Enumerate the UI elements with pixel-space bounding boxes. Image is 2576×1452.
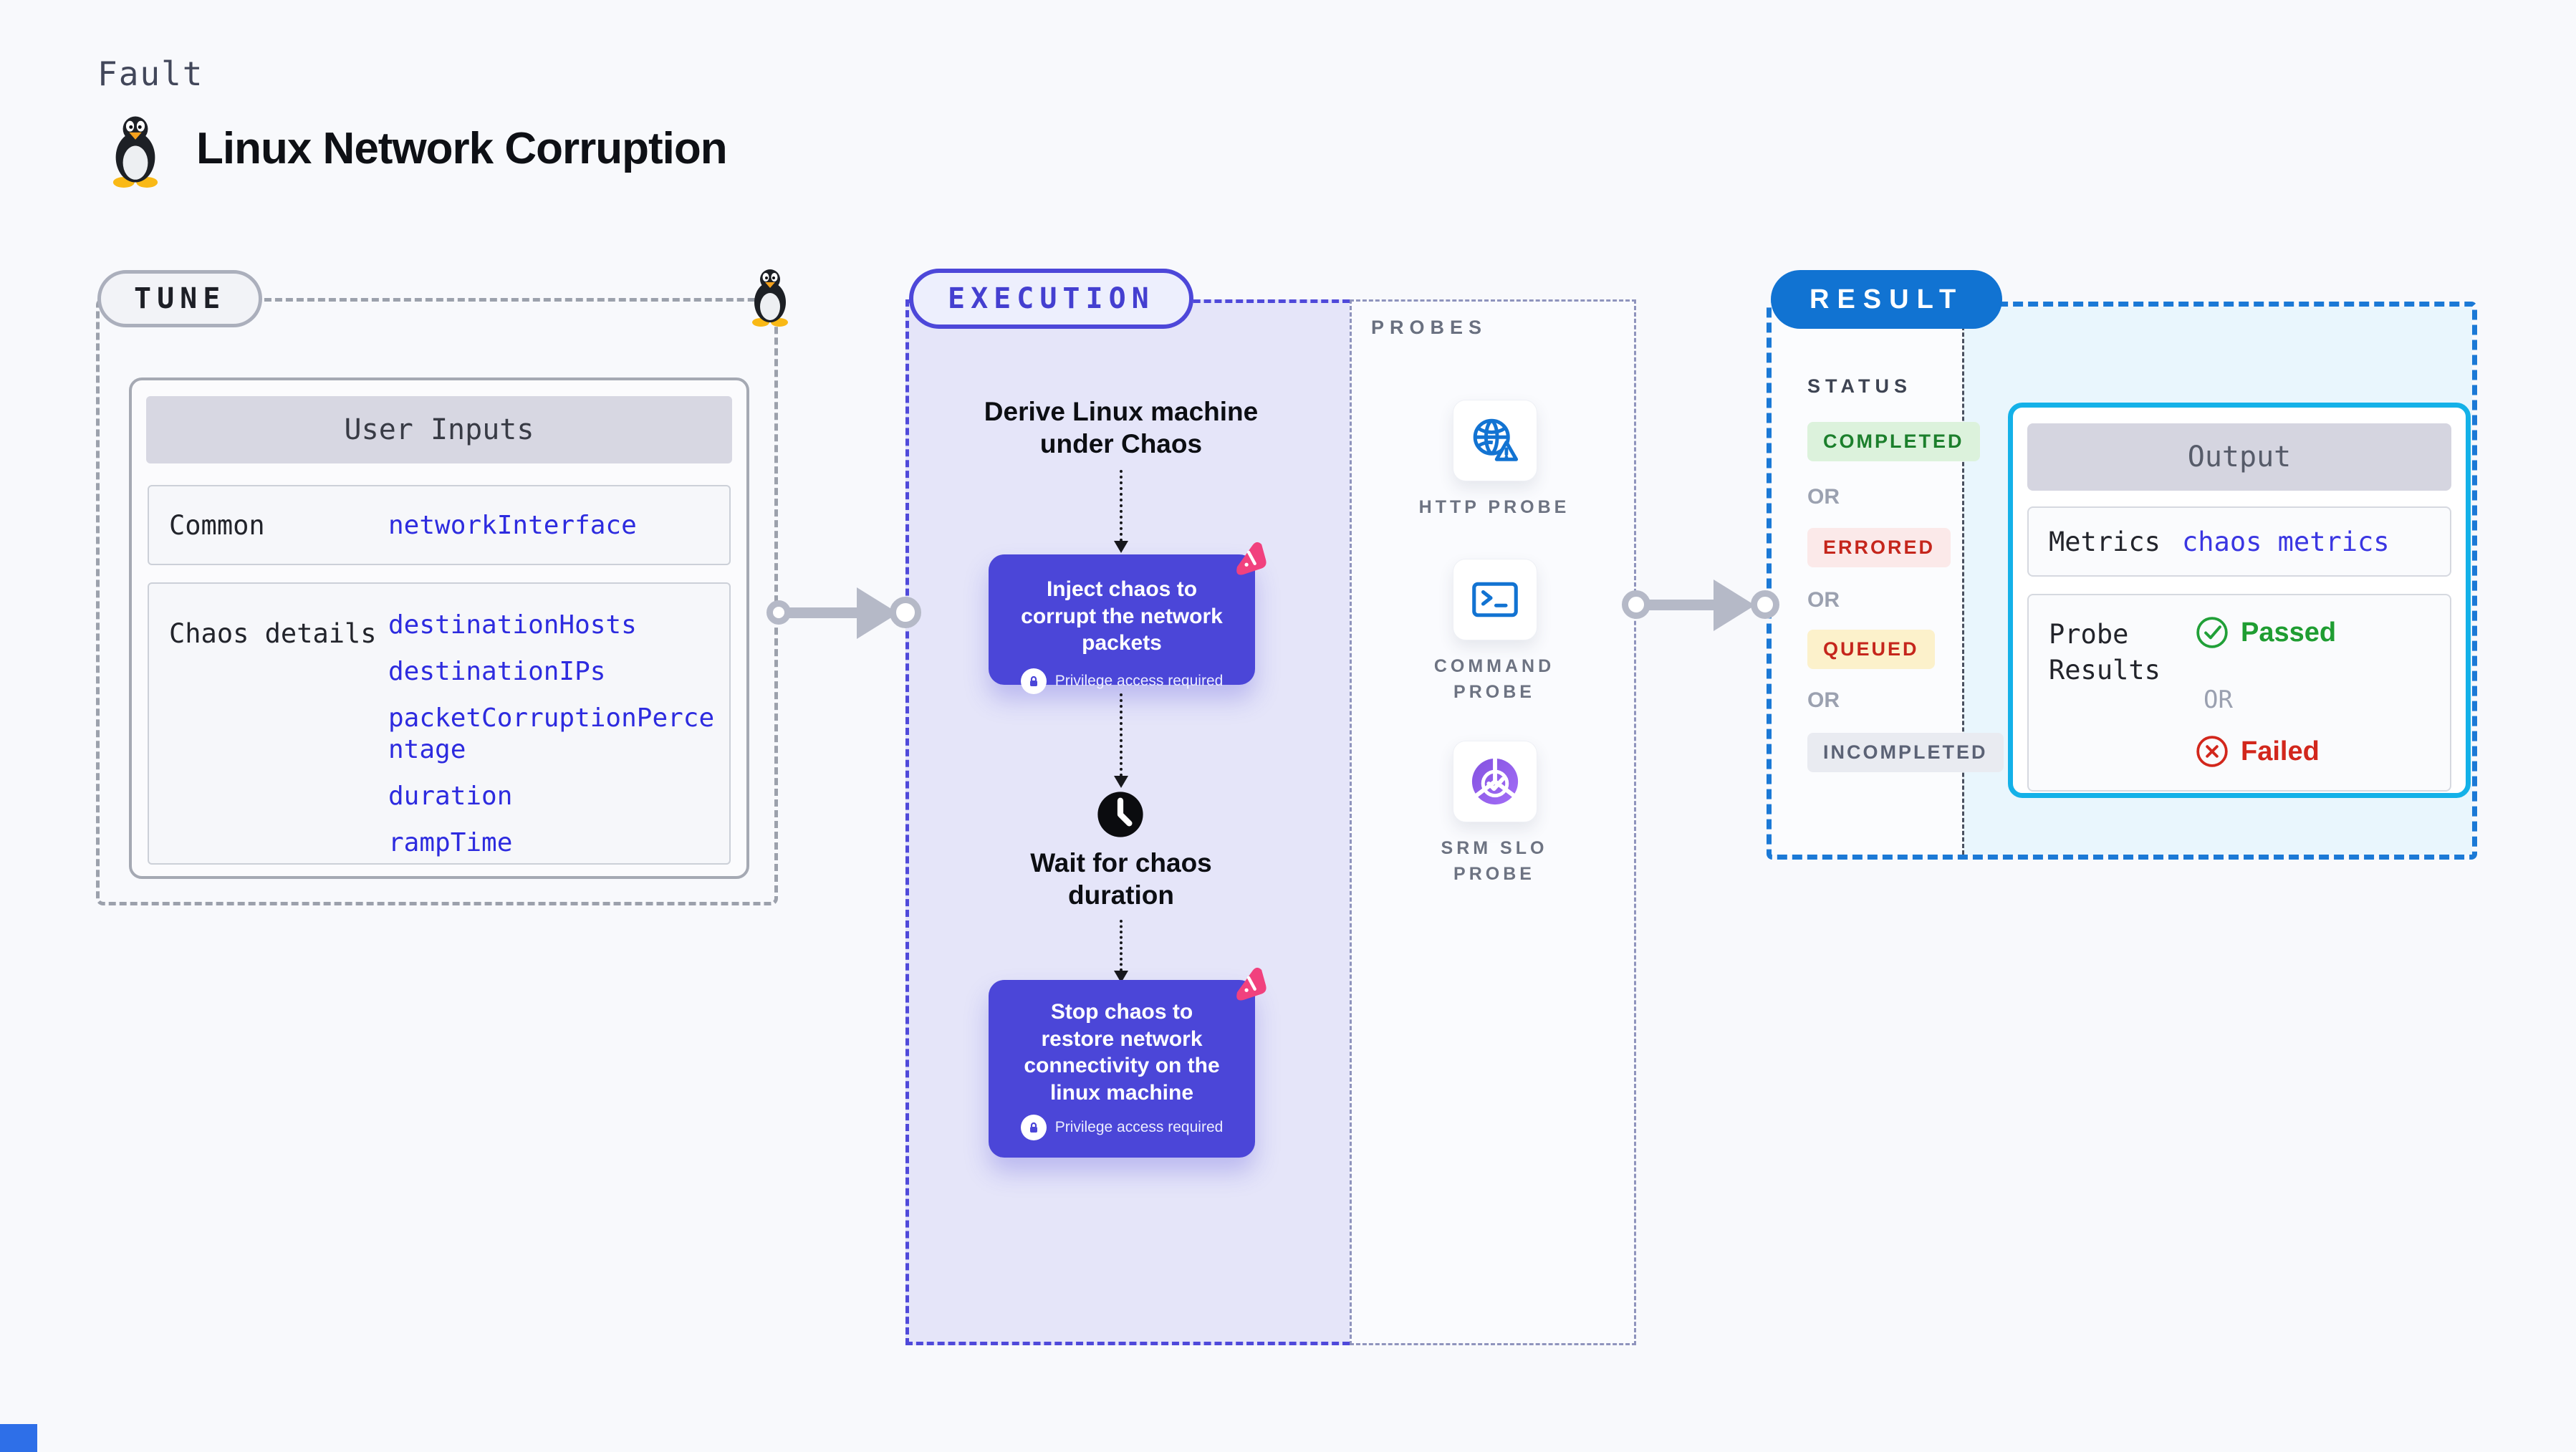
step-text: Inject chaos to corrupt the network pack… — [1021, 577, 1223, 655]
row-label: Common — [169, 509, 265, 541]
tune-to-execution-arrow — [778, 607, 858, 618]
input-value: networkInterface — [388, 510, 637, 540]
x-circle-icon — [2196, 736, 2228, 767]
terminal-icon — [1472, 582, 1518, 617]
input-value: duration — [388, 781, 513, 811]
passed-label: Passed — [2241, 617, 2337, 648]
command-probe-card — [1453, 559, 1537, 640]
http-probe-card — [1453, 400, 1537, 481]
user-inputs-header: User Inputs — [146, 396, 732, 463]
inject-chaos-step: Inject chaos to corrupt the network pack… — [989, 542, 1267, 694]
or-separator: OR — [1807, 688, 1840, 712]
or-separator: OR — [1807, 485, 1840, 509]
probe-name: SRM SLO PROBE — [1441, 838, 1548, 885]
connector-dot — [1622, 590, 1650, 619]
input-value: packetCorruptionPercentage — [388, 703, 715, 764]
globe-warning-icon — [1473, 418, 1519, 461]
stop-chaos-step: Stop chaos to restore network connectivi… — [989, 967, 1267, 1158]
status-output-divider — [1962, 307, 1964, 855]
linux-tux-icon-small — [752, 269, 788, 327]
flow-connector-down — [1114, 470, 1128, 553]
execution-to-result-arrow — [1636, 600, 1715, 610]
lock-icon — [1020, 1115, 1047, 1140]
chaos-brand-icon — [1236, 967, 1267, 1001]
chaos-brand-icon — [1236, 542, 1267, 575]
failed-state: Failed — [2195, 734, 2320, 769]
probe-name: HTTP PROBE — [1418, 497, 1570, 517]
step-text: Stop chaos to restore network connectivi… — [1024, 1000, 1220, 1105]
passed-state: Passed — [2195, 615, 2336, 650]
user-inputs-row-common: Common networkInterface — [148, 485, 731, 565]
wait-step-text: Wait for chaos duration — [1030, 848, 1212, 910]
metrics-row: Metrics chaos metrics — [2027, 506, 2451, 577]
connector-dot — [766, 600, 791, 625]
linux-tux-icon — [112, 116, 158, 188]
status-badge-errored: ERRORED — [1807, 528, 1951, 567]
check-circle-icon — [2196, 617, 2228, 648]
output-card: Output Metrics chaos metrics Probe Resul… — [2008, 403, 2471, 798]
flow-connector-down — [1114, 920, 1128, 983]
probe-results-label: Probe Results — [2049, 619, 2161, 686]
privilege-note-text: Privilege access required — [1054, 1119, 1224, 1135]
or-separator: OR — [2203, 686, 2233, 714]
status-badge-incompleted: INCOMPLETED — [1807, 733, 2004, 772]
flow-connector-down — [1114, 693, 1128, 788]
result-section-box: STATUS COMPLETED OR ERRORED OR QUEUED OR… — [1767, 302, 2477, 860]
privilege-note-text: Privilege access required — [1054, 672, 1224, 689]
srm-slo-probe-card — [1453, 741, 1537, 822]
or-separator: OR — [1807, 588, 1840, 612]
user-inputs-row-chaos-details: Chaos details destinationHosts destinati… — [148, 582, 731, 865]
output-header: Output — [2027, 423, 2451, 491]
user-inputs-card: User Inputs Common networkInterface Chao… — [129, 378, 749, 879]
connector-dot — [1751, 590, 1779, 619]
arrowhead — [1714, 580, 1755, 631]
input-value: rampTime — [388, 827, 513, 857]
execution-badge: EXECUTION — [909, 269, 1193, 329]
clock-icon — [1097, 792, 1143, 837]
privilege-note: Privilege access required — [989, 668, 1255, 694]
privilege-note: Privilege access required — [989, 1115, 1255, 1140]
probe-results-row: Probe Results Passed OR — [2027, 594, 2451, 792]
tune-badge: TUNE — [97, 270, 263, 327]
result-badge: RESULT — [1771, 270, 2003, 329]
derive-step-text: Derive Linux machine under Chaos — [984, 397, 1259, 459]
probes-label: PROBES — [1371, 317, 1488, 338]
lock-icon — [1020, 668, 1047, 694]
connector-dot — [890, 597, 921, 628]
page-title: Linux Network Corruption — [196, 124, 728, 173]
metrics-value: chaos metrics — [2182, 526, 2390, 557]
metrics-label: Metrics — [2049, 526, 2161, 557]
failed-label: Failed — [2241, 736, 2320, 766]
status-label: STATUS — [1807, 375, 1912, 397]
corner-blue-rect — [0, 1424, 37, 1452]
fault-category-label: Fault — [97, 54, 204, 93]
row-label: Chaos details — [169, 618, 377, 649]
input-value: destinationHosts — [388, 610, 637, 640]
input-value: destinationIPs — [388, 657, 606, 687]
pie-check-icon — [1471, 757, 1519, 805]
status-badge-queued: QUEUED — [1807, 630, 1935, 669]
chaos-details-values: destinationHosts destinationIPs packetCo… — [388, 584, 725, 874]
status-badge-completed: COMPLETED — [1807, 422, 1980, 461]
probe-name: COMMAND PROBE — [1433, 656, 1555, 703]
